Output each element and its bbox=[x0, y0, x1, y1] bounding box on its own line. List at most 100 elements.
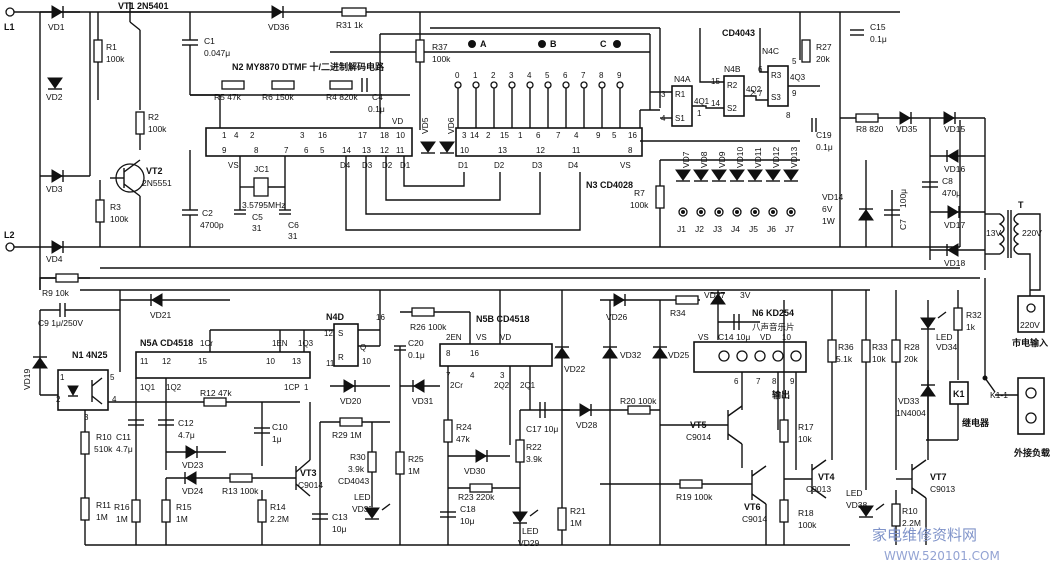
svg-text:20k: 20k bbox=[816, 54, 830, 64]
svg-text:3V: 3V bbox=[740, 290, 751, 300]
svg-text:4.7μ: 4.7μ bbox=[178, 430, 195, 440]
diode-vd17: VD17 bbox=[930, 205, 985, 230]
svg-text:VD21: VD21 bbox=[150, 310, 172, 320]
svg-text:R10: R10 bbox=[902, 506, 918, 516]
svg-text:R26 100k: R26 100k bbox=[410, 322, 447, 332]
external-load: 外接负载 bbox=[1013, 377, 1050, 458]
resistor-r18: R18 100k bbox=[779, 499, 817, 530]
svg-text:VD14: VD14 bbox=[822, 192, 844, 202]
svg-text:C20: C20 bbox=[408, 338, 424, 348]
svg-text:10μ: 10μ bbox=[460, 516, 474, 526]
svg-text:C7: C7 bbox=[898, 219, 908, 230]
resistor-r7: R7 100k bbox=[630, 160, 665, 247]
svg-text:1: 1 bbox=[697, 109, 702, 118]
terminal-l1: L1 bbox=[4, 7, 15, 32]
svg-text:3.9k: 3.9k bbox=[348, 464, 365, 474]
svg-text:7: 7 bbox=[284, 146, 289, 155]
resistor-r33: R33 10k bbox=[861, 290, 888, 490]
svg-text:4.7μ: 4.7μ bbox=[116, 444, 133, 454]
rails bbox=[10, 11, 980, 546]
svg-text:4: 4 bbox=[527, 71, 532, 80]
svg-text:VD4: VD4 bbox=[46, 254, 63, 264]
svg-text:R2: R2 bbox=[727, 81, 738, 90]
resistor-r32: R32 1k bbox=[953, 290, 982, 380]
svg-text:9: 9 bbox=[222, 146, 227, 155]
resistor-r12: R12 47k bbox=[140, 388, 300, 407]
svg-text:N5A CD4518: N5A CD4518 bbox=[140, 338, 193, 348]
svg-text:C14 10μ: C14 10μ bbox=[718, 332, 750, 342]
resistor-r6: R6 150k bbox=[262, 80, 295, 102]
svg-text:6: 6 bbox=[304, 146, 309, 155]
capacitor-c18: C18 10μ bbox=[440, 504, 476, 526]
crystal-jc1: JC1 3.5795MHz bbox=[240, 164, 285, 210]
terminal-b: B bbox=[538, 39, 557, 49]
svg-text:100k: 100k bbox=[106, 54, 125, 64]
resistor-r20: R20 100k bbox=[620, 396, 657, 415]
svg-text:VD27: VD27 bbox=[704, 290, 726, 300]
svg-text:R31 1k: R31 1k bbox=[336, 20, 364, 30]
led-vd29: LED VD29 bbox=[512, 509, 540, 548]
svg-text:16: 16 bbox=[318, 131, 327, 140]
svg-text:1M: 1M bbox=[96, 512, 108, 522]
svg-text:C11: C11 bbox=[116, 432, 131, 442]
resistor-r16: R16 1M bbox=[114, 499, 141, 524]
resistor-r27: R27 20k bbox=[801, 39, 832, 64]
diode-vd22: VD22 bbox=[554, 290, 586, 410]
svg-text:VT6: VT6 bbox=[744, 502, 761, 512]
svg-text:1: 1 bbox=[473, 71, 478, 80]
diode-vd2: VD2 bbox=[46, 77, 63, 102]
diode-vd36: VD36 bbox=[268, 5, 290, 32]
svg-text:C17 10μ: C17 10μ bbox=[526, 424, 558, 434]
svg-text:6: 6 bbox=[563, 71, 568, 80]
svg-text:2: 2 bbox=[491, 71, 496, 80]
svg-text:八声音乐片: 八声音乐片 bbox=[752, 322, 795, 332]
diode-vd24: VD24 bbox=[166, 471, 240, 496]
svg-text:9: 9 bbox=[596, 131, 601, 140]
diode-vd21: VD21 bbox=[120, 293, 230, 320]
transformer-t: T 13V 220V bbox=[986, 200, 1042, 258]
svg-text:VD31: VD31 bbox=[412, 396, 434, 406]
svg-text:17: 17 bbox=[358, 131, 367, 140]
svg-text:R33: R33 bbox=[872, 342, 888, 352]
svg-text:市电输入: 市电输入 bbox=[1012, 337, 1048, 348]
svg-text:VD5: VD5 bbox=[420, 117, 430, 134]
diode-vd27: VD27 3V bbox=[704, 290, 751, 340]
svg-text:3: 3 bbox=[300, 131, 305, 140]
capacitor-c7: C7 100μ bbox=[884, 189, 908, 247]
svg-text:1μ: 1μ bbox=[272, 434, 282, 444]
resistor-r10: R10 510k bbox=[80, 410, 113, 545]
resistor-r4: R4 820k bbox=[326, 80, 358, 102]
svg-text:2N5551: 2N5551 bbox=[142, 178, 172, 188]
diode-vd3: VD3 bbox=[40, 169, 90, 194]
svg-text:1: 1 bbox=[60, 373, 65, 382]
svg-text:C9013: C9013 bbox=[806, 484, 831, 494]
svg-text:VD: VD bbox=[500, 333, 511, 342]
ic-n6: N6 KD254 八声音乐片 VS VD 6 7 8 10 9 输出 bbox=[693, 308, 807, 400]
svg-text:VD15: VD15 bbox=[944, 124, 966, 134]
svg-text:13: 13 bbox=[498, 146, 507, 155]
svg-text:4Q3: 4Q3 bbox=[790, 73, 806, 82]
svg-text:1Q3: 1Q3 bbox=[298, 339, 314, 348]
svg-text:R6 150k: R6 150k bbox=[262, 92, 294, 102]
svg-text:16: 16 bbox=[376, 313, 385, 322]
capacitor-c14: C14 10μ bbox=[718, 314, 760, 342]
svg-text:9: 9 bbox=[790, 377, 795, 386]
resistor-r9: R9 10k bbox=[39, 273, 90, 298]
svg-text:6: 6 bbox=[734, 377, 739, 386]
ic-n4-title: CD4043 bbox=[722, 28, 755, 38]
svg-text:R5 47k: R5 47k bbox=[214, 92, 242, 102]
resistor-r22: R22 3.9k bbox=[515, 410, 543, 512]
svg-text:R30: R30 bbox=[350, 452, 366, 462]
transistor-vt3: VT3 C9014 bbox=[295, 459, 323, 497]
svg-text:R22: R22 bbox=[526, 442, 542, 452]
relay-contact-k1-1: K1-1 bbox=[982, 278, 1018, 400]
svg-text:10μ: 10μ bbox=[332, 524, 346, 534]
svg-text:VD25: VD25 bbox=[668, 350, 690, 360]
n3-vs: VS bbox=[620, 161, 631, 170]
svg-text:N4D: N4D bbox=[326, 312, 345, 322]
svg-text:4: 4 bbox=[112, 395, 117, 404]
svg-text:1N4004: 1N4004 bbox=[896, 408, 926, 418]
svg-text:R24: R24 bbox=[456, 422, 472, 432]
svg-text:6V: 6V bbox=[822, 204, 833, 214]
svg-text:R: R bbox=[338, 353, 344, 362]
